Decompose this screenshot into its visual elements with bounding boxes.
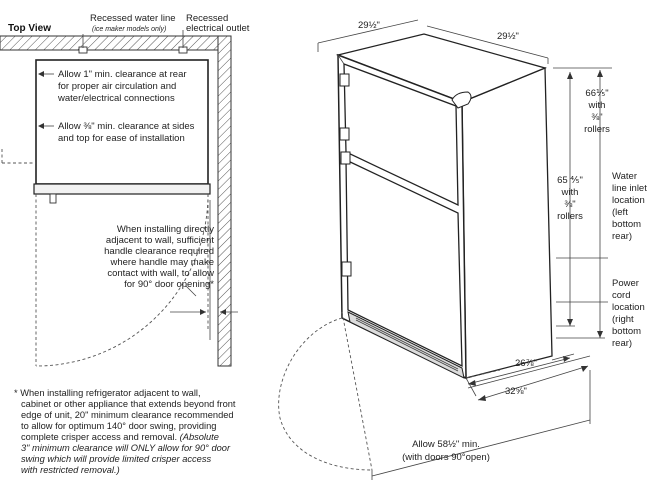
- side-wall: [217, 35, 232, 367]
- footnote-line-5: complete crisper access and removal.: [21, 432, 178, 442]
- wall-note-5: contact with wall, to allow: [107, 268, 214, 279]
- footnote-line-6: 3" minimum clearance will ONLY allow for…: [21, 443, 231, 453]
- footnote-line-5-italic: (Absolute: [179, 432, 219, 442]
- rear-clearance-2: for proper air circulation and: [58, 81, 176, 92]
- water-inlet-5: bottom: [612, 219, 641, 230]
- door-allow-2: (with doors 90°open): [402, 452, 490, 463]
- power-cord-3: location: [612, 302, 645, 313]
- freezer-door: [343, 63, 459, 207]
- top-view-title: Top View: [8, 23, 51, 34]
- footnote-line-5-wrap: complete crisper access and removal. (Ab…: [14, 432, 284, 443]
- height-rollers-3: ⅜": [591, 112, 602, 123]
- wall-note-3: handle clearance required: [104, 246, 214, 257]
- footnote: * When installing refrigerator adjacent …: [14, 388, 284, 476]
- fridge-side: [461, 67, 553, 379]
- wall-note-6: for 90° door opening*: [124, 279, 214, 290]
- side-clearance-1: Allow ⅜" min. clearance at sides: [58, 121, 195, 132]
- refrigerator-top-outline: [35, 59, 209, 185]
- wall-note-2: adjacent to wall, sufficient: [106, 235, 214, 246]
- water-inlet-4: (left: [612, 207, 628, 218]
- hinge: [49, 193, 57, 204]
- wall-note-1: When installing directly: [117, 224, 214, 235]
- footnote-line-1: * When installing refrigerator adjacent …: [14, 388, 201, 398]
- depth-dimension: 26⅞" 32⅝": [465, 353, 591, 401]
- water-line-label: Recessed water line: [90, 13, 176, 24]
- height-rollers-1: 66⅕": [585, 88, 608, 99]
- refrigerator-3d: [335, 33, 553, 380]
- location-labels: Water line inlet location (left bottom r…: [612, 171, 647, 349]
- water-inlet-3: location: [612, 195, 645, 206]
- hinge-top: [339, 73, 350, 87]
- door-swing-3d: [278, 317, 373, 471]
- cabinet-height-4: rollers: [557, 211, 583, 222]
- width-dimension: 29½" 29½": [317, 19, 549, 64]
- wall-note-4: where handle may make: [110, 257, 215, 268]
- outlet-label-1: Recessed: [186, 13, 228, 24]
- door-top-outline: [33, 183, 211, 195]
- hinge-bottom: [341, 261, 352, 277]
- side-clearance-2: and top for ease of installation: [58, 133, 185, 144]
- power-cord-6: rear): [612, 338, 632, 349]
- cabinet-height-3: ⅜": [564, 199, 575, 210]
- width-left-label: 29½": [358, 20, 380, 31]
- power-cord-2: cord: [612, 290, 630, 301]
- power-cord-1: Power: [612, 278, 639, 289]
- height-dimension: 66⅕" with ⅜" rollers 65 ⅘" with ⅜" rolle…: [553, 67, 612, 339]
- outlet-label-2: electrical outlet: [186, 23, 250, 34]
- depth-cabinet-label: 26⅞": [515, 358, 537, 369]
- power-cord-4: (right: [612, 314, 634, 325]
- rear-clearance-3: water/electrical connections: [57, 93, 175, 104]
- footnote-line-4: to allow for optimum 140° door swing, pr…: [21, 421, 217, 431]
- water-inlet-2: line inlet: [612, 183, 647, 194]
- hinge-cap: [451, 91, 472, 109]
- width-right-label: 29½": [497, 31, 519, 42]
- water-inlet-6: rear): [612, 231, 632, 242]
- hinge-freezer: [339, 127, 350, 141]
- door-swing-arc: [35, 193, 209, 367]
- rear-clearance-1: Allow 1" min. clearance at rear: [58, 69, 187, 80]
- rear-wall: [0, 35, 232, 51]
- cabinet-height-1: 65 ⅘": [557, 175, 583, 186]
- water-line-note: (ice maker models only): [92, 26, 166, 33]
- footnote-line-7: swing which will provide limited crisper…: [21, 454, 212, 464]
- depth-total-label: 32⅝": [505, 386, 527, 397]
- hinge-middle: [340, 151, 351, 165]
- door-allow-1: Allow 58½" min.: [412, 439, 480, 450]
- footnote-line-3: edge of unit, 20" minimum clearance reco…: [21, 410, 234, 420]
- height-rollers-2: with: [588, 100, 606, 111]
- top-view: Top View Recessed water line (ice maker …: [0, 13, 250, 367]
- footnote-line-2: cabinet or other appliance that extends …: [21, 399, 236, 409]
- water-inlet-1: Water: [612, 171, 637, 182]
- fresh-food-door: [345, 158, 463, 368]
- height-rollers-4: rollers: [584, 124, 610, 135]
- cabinet-height-2: with: [561, 187, 579, 198]
- footnote-line-8: with restricted removal.): [21, 465, 120, 475]
- power-cord-5: bottom: [612, 326, 641, 337]
- door-open-dimension: Allow 58½" min. (with doors 90°open): [371, 370, 591, 480]
